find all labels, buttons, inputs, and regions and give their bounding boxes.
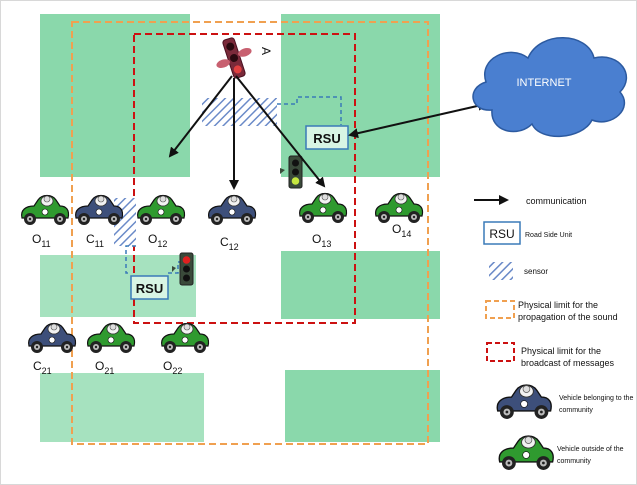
traffic-light-a <box>216 37 252 79</box>
legend-broadcast-line2: broadcast of messages <box>521 358 615 368</box>
legend-broadcast-swatch <box>486 342 515 362</box>
traffic-light-red <box>172 252 194 286</box>
block-bottom-left <box>40 373 204 442</box>
block-mid-left <box>40 255 196 317</box>
car-o13-icon <box>299 192 348 223</box>
legend-rsu-box <box>483 221 521 245</box>
marker-a-label: A <box>259 47 273 55</box>
rsu-bottom-link-2 <box>168 261 187 274</box>
car-o12-icon <box>137 194 186 225</box>
car-o11-icon <box>21 194 70 225</box>
vehicle-label: O21 <box>95 359 114 376</box>
vehicle-label: O13 <box>312 232 331 249</box>
legend-rsu-box-label: RSU <box>489 227 514 241</box>
vehicle-label: O14 <box>392 222 411 239</box>
communication-arrows <box>168 75 326 190</box>
car-c12-icon <box>208 194 257 225</box>
block-mid-right <box>281 251 440 319</box>
legend-rsu-text: Road Side Unit <box>525 232 572 239</box>
rsu-internet-arrow <box>348 100 488 139</box>
legend-sensor: sensor <box>524 267 548 276</box>
vehicle-label: O12 <box>148 232 167 249</box>
rsu-top-link <box>277 96 342 125</box>
vehicle-label: C21 <box>33 359 52 376</box>
rsu-bottom-label: RSU <box>136 281 163 296</box>
legend-outside-line1: Vehicle outside of the <box>557 446 624 453</box>
sound-limit-box <box>71 21 429 445</box>
rsu-top: RSU <box>305 125 349 150</box>
legend-sensor-swatch <box>489 262 513 280</box>
city-blocks <box>40 14 440 442</box>
block-top-right <box>281 14 440 177</box>
vehicle-label: O22 <box>163 359 182 376</box>
legend-community-car-icon <box>496 384 552 419</box>
legend-broadcast-line1: Physical limit for the <box>521 346 601 356</box>
block-bottom-right <box>285 370 440 442</box>
legend-community-line1: Vehicle belonging to the <box>559 395 633 402</box>
car-c21-icon <box>28 322 77 353</box>
traffic-light-green <box>280 155 303 189</box>
car-o21-icon <box>87 322 136 353</box>
legend-outside-line2: community <box>557 458 591 465</box>
rsu-bottom: RSU <box>130 275 169 300</box>
car-o14-icon <box>375 192 424 223</box>
block-top-left <box>40 14 190 177</box>
legend-sound-swatch <box>485 300 515 319</box>
legend-community-car <box>496 384 552 419</box>
legend-outside-car <box>498 435 554 470</box>
car-c11-icon <box>75 194 124 225</box>
internet-cloud: INTERNET <box>472 37 627 137</box>
vehicle-label: C12 <box>220 235 239 252</box>
legend-outside-car-icon <box>498 435 554 470</box>
legend-communication: communication <box>526 196 587 206</box>
vehicle-label: O11 <box>32 232 51 249</box>
legend-sound-line1: Physical limit for the <box>518 300 598 310</box>
legend-sound-line2: propagation of the sound <box>518 312 618 322</box>
internet-label: INTERNET <box>517 77 572 89</box>
rsu-bottom-link-1 <box>125 245 136 274</box>
rsu-top-label: RSU <box>313 131 340 146</box>
legend: communication RSU Road Side Unit sensor … <box>474 195 633 470</box>
vehicle-label: C11 <box>86 232 104 249</box>
car-o22-icon <box>161 322 210 353</box>
broadcast-limit-box <box>133 33 356 324</box>
legend-community-line2: community <box>559 407 593 414</box>
